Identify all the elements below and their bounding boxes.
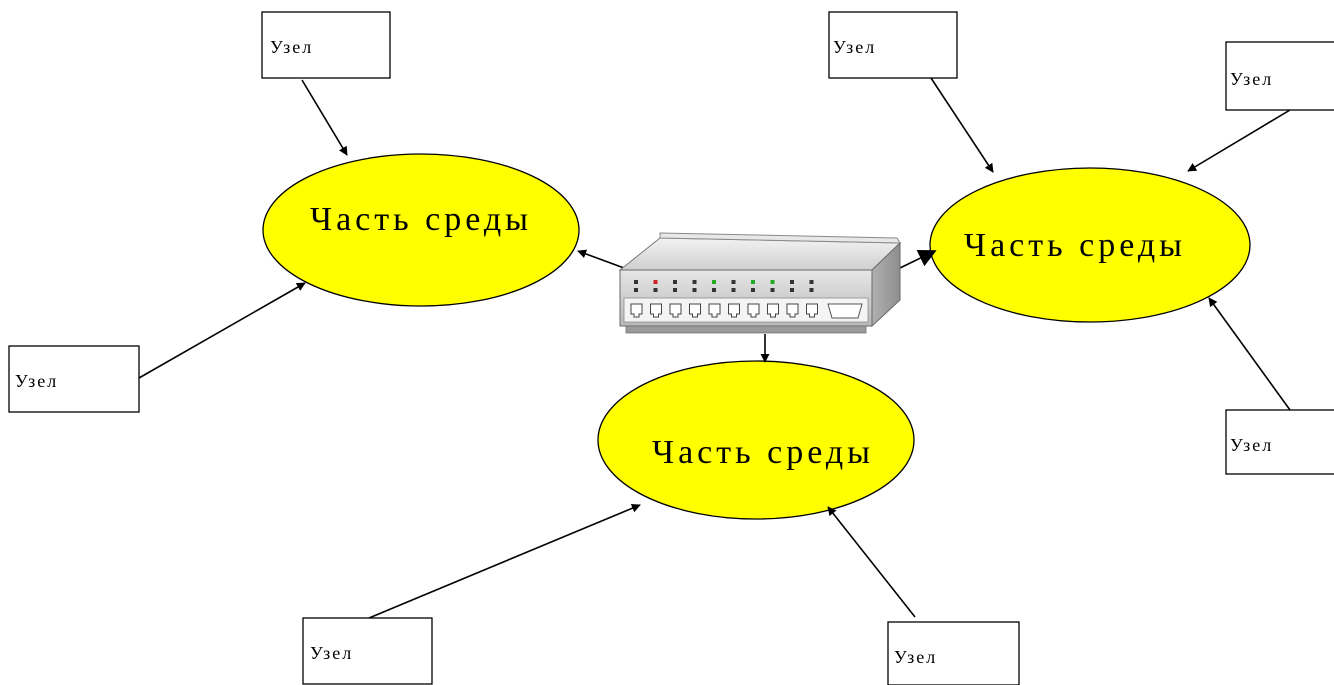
- segment-left: Часть среды: [262, 153, 580, 307]
- node-top-center-right: Узел: [828, 11, 958, 79]
- node-top-center-right-label: Узел: [833, 37, 876, 57]
- hub-port: [728, 303, 740, 318]
- link-node-bottom-right: [1208, 297, 1291, 411]
- hub-led: [712, 280, 716, 284]
- hub-port: [689, 303, 701, 318]
- segment-bottom-label: Часть среды: [652, 434, 874, 471]
- segment-bottom: Часть среды: [597, 360, 915, 520]
- hub-led: [790, 288, 794, 292]
- hub-leds: [634, 280, 814, 292]
- hub-port: [650, 303, 662, 318]
- node-mid-left-label: Узел: [15, 371, 58, 391]
- hub-led: [770, 288, 775, 292]
- hub-led: [809, 280, 814, 284]
- node-bottom-center-label: Узел: [894, 647, 937, 667]
- hub-port: [708, 303, 721, 318]
- link-node-bottom-left: [368, 503, 641, 619]
- hub-led: [751, 288, 755, 292]
- hub-led: [692, 280, 697, 284]
- link-hub-segment-left: [577, 249, 625, 269]
- segment-left-label: Часть среды: [310, 201, 532, 238]
- hub-port: [747, 303, 760, 318]
- link-node-bottom-center: [827, 506, 916, 618]
- node-bottom-center: Узел: [887, 621, 1020, 685]
- node-top-left: Узел: [261, 11, 391, 79]
- link-node-mid-left: [138, 282, 306, 379]
- node-top-right-label: Узел: [1230, 69, 1273, 89]
- link-node-top-center-right: [930, 77, 994, 173]
- hub-led: [770, 280, 775, 284]
- hub-port: [806, 303, 818, 318]
- node-bottom-left-label: Узел: [310, 643, 353, 663]
- hub-led: [790, 280, 794, 284]
- hub-led: [692, 288, 697, 292]
- hub-led: [809, 288, 814, 292]
- hub-led: [712, 288, 716, 292]
- hub-ports: [630, 303, 818, 318]
- link-hub-segment-right: [899, 249, 937, 269]
- link-node-top-left: [301, 79, 348, 156]
- hub-led: [673, 280, 677, 284]
- hub-port: [786, 303, 799, 318]
- segment-right: Часть среды: [929, 167, 1251, 323]
- node-mid-left: Узел: [8, 345, 140, 413]
- hub-port: [767, 303, 779, 318]
- node-top-right: Узел: [1225, 41, 1334, 111]
- node-bottom-left: Узел: [302, 617, 433, 685]
- hub-led: [653, 280, 658, 284]
- hub-led: [634, 288, 638, 292]
- node-bottom-right: Узел: [1225, 409, 1334, 475]
- hub-uplink-port: [827, 303, 863, 319]
- node-bottom-right-label: Узел: [1230, 435, 1273, 455]
- network-hub-icon: [618, 232, 902, 334]
- hub-led: [731, 288, 736, 292]
- hub-port: [669, 303, 682, 318]
- hub-led: [751, 280, 755, 284]
- segment-right-label: Часть среды: [964, 227, 1186, 264]
- hub-port: [630, 303, 643, 318]
- node-top-left-label: Узел: [270, 37, 313, 57]
- hub-led: [731, 280, 736, 284]
- hub-led: [653, 288, 658, 292]
- hub-led: [634, 280, 638, 284]
- hub-led: [673, 288, 677, 292]
- link-node-top-right: [1187, 109, 1291, 172]
